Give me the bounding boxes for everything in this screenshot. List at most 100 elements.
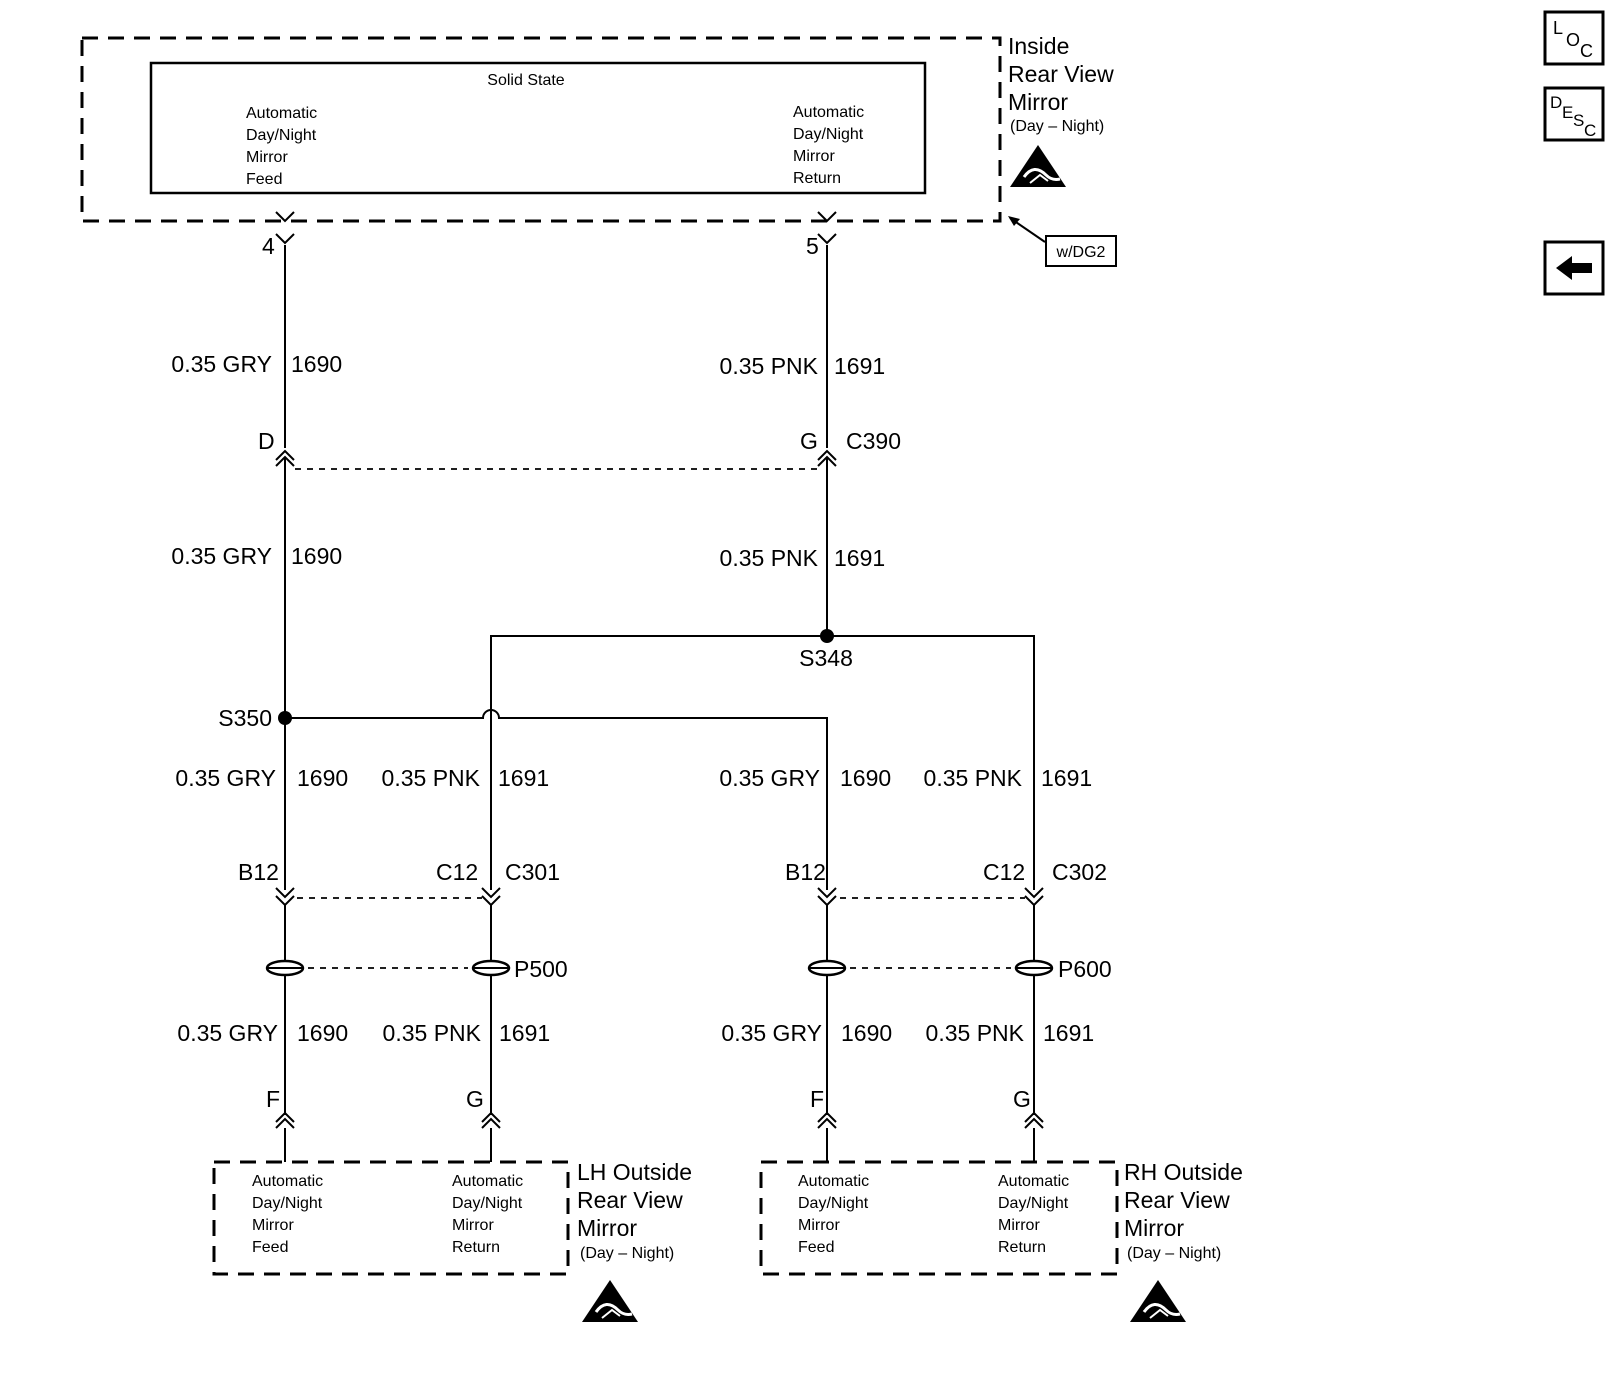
lh-gry-lower-spec: 0.35 GRY [177,1020,278,1046]
solid-state-module [149,61,927,195]
svg-text:Mirror: Mirror [577,1215,637,1241]
svg-text:LH Outside: LH Outside [577,1159,692,1185]
wire-gry-top-spec: 0.35 GRY [171,351,272,377]
svg-text:Mirror: Mirror [252,1217,294,1234]
rh-mirror-title: RH Outside Rear View Mirror (Day – Night… [1124,1159,1243,1262]
rh-pnk-lower-circuit: 1691 [1043,1020,1094,1046]
svg-text:(Day – Night): (Day – Night) [1010,118,1104,135]
svg-text:S: S [1573,111,1584,130]
lh-pnk-upper-spec: 0.35 PNK [382,765,481,791]
inside-return-label: Automatic Day/Night Mirror Return [793,104,864,187]
rh-pnk-lower-spec: 0.35 PNK [926,1020,1025,1046]
svg-text:Mirror: Mirror [1008,89,1068,115]
svg-text:Automatic: Automatic [246,105,317,122]
svg-text:Automatic: Automatic [252,1173,323,1190]
svg-text:Automatic: Automatic [798,1173,869,1190]
passthrough-p600: P600 [807,956,1112,982]
rh-gry-lower-spec: 0.35 GRY [721,1020,822,1046]
svg-text:C302: C302 [1052,859,1107,885]
lh-pnk-lower-circuit: 1691 [499,1020,550,1046]
svg-text:Rear View: Rear View [1124,1187,1230,1213]
pin-feed: 4 [262,211,295,259]
svg-text:RH Outside: RH Outside [1124,1159,1243,1185]
svg-text:F: F [266,1086,280,1112]
svg-text:Mirror: Mirror [452,1217,494,1234]
wire-pnk-mid-circuit: 1691 [834,545,885,571]
svg-text:Rear View: Rear View [1008,61,1114,87]
module-label: Solid State [487,72,564,89]
svg-text:Feed: Feed [252,1239,288,1256]
rh-feed-label: Automatic Day/Night Mirror Feed [798,1173,869,1256]
svg-text:C301: C301 [505,859,560,885]
svg-text:Automatic: Automatic [793,104,864,121]
svg-text:C12: C12 [436,859,478,885]
svg-text:Day/Night: Day/Night [798,1195,869,1212]
splice-s350 [278,711,292,725]
connector-c302: B12 C12 C302 [785,859,1107,907]
rh-pnk-upper-circuit: 1691 [1041,765,1092,791]
svg-text:Day/Night: Day/Night [246,127,317,144]
wire-pnk-top-spec: 0.35 PNK [720,353,819,379]
svg-text:Inside: Inside [1008,33,1069,59]
wire-gry-mid-spec: 0.35 GRY [171,543,272,569]
svg-text:Day/Night: Day/Night [452,1195,523,1212]
rh-gry-upper-spec: 0.35 GRY [719,765,820,791]
svg-text:G: G [800,428,818,454]
wire-pnk-mid-spec: 0.35 PNK [720,545,819,571]
left-arrow-icon [1556,256,1592,280]
svg-text:Day/Night: Day/Night [998,1195,1069,1212]
svg-text:Return: Return [998,1239,1046,1256]
location-button[interactable]: L O C [1543,10,1605,66]
svg-text:C: C [1584,121,1596,140]
lh-mirror-pins: F G [266,1086,501,1129]
lh-return-label: Automatic Day/Night Mirror Return [452,1173,523,1256]
svg-text:F: F [810,1086,824,1112]
rh-esd-warning-icon [1128,1278,1188,1324]
svg-text:w/DG2: w/DG2 [1056,244,1106,261]
svg-text:D: D [258,428,275,454]
splice-s348-label: S348 [799,645,853,671]
svg-text:P500: P500 [514,956,568,982]
svg-text:(Day – Night): (Day – Night) [1127,1245,1221,1262]
bus-s348 [490,635,1035,890]
rh-return-label: Automatic Day/Night Mirror Return [998,1173,1069,1256]
svg-text:Day/Night: Day/Night [793,126,864,143]
wire-gry-top-circuit: 1690 [291,351,342,377]
lh-esd-warning-icon [580,1278,640,1324]
connector-c390: D G C390 [258,428,901,470]
inside-feed-label: Automatic Day/Night Mirror Feed [246,105,317,188]
back-arrow-button[interactable] [1543,240,1605,296]
svg-text:Rear View: Rear View [577,1187,683,1213]
svg-text:Mirror: Mirror [246,149,288,166]
lh-mirror-title: LH Outside Rear View Mirror (Day – Night… [577,1159,692,1262]
splice-s348 [820,629,834,643]
lh-gry-lower-circuit: 1690 [297,1020,348,1046]
svg-text:O: O [1566,30,1580,50]
svg-text:B12: B12 [238,859,279,885]
svg-text:Return: Return [452,1239,500,1256]
svg-text:Mirror: Mirror [793,148,835,165]
pin-return: 5 [806,211,837,259]
wire-gry-mid-circuit: 1690 [291,543,342,569]
svg-text:C390: C390 [846,428,901,454]
splice-s350-label: S350 [218,705,272,731]
rh-mirror-pins: F G [810,1086,1044,1129]
svg-text:D: D [1550,93,1562,112]
svg-text:Mirror: Mirror [1124,1215,1184,1241]
rh-pnk-upper-spec: 0.35 PNK [924,765,1023,791]
option-tag: w/DG2 [1008,216,1117,267]
svg-text:Mirror: Mirror [998,1217,1040,1234]
svg-text:Feed: Feed [798,1239,834,1256]
svg-text:P600: P600 [1058,956,1112,982]
svg-text:Return: Return [793,170,841,187]
svg-text:Day/Night: Day/Night [252,1195,323,1212]
esd-warning-icon [1008,143,1068,189]
inside-mirror-title: Inside Rear View Mirror (Day – Night) [1008,33,1114,135]
svg-text:C12: C12 [983,859,1025,885]
svg-text:C: C [1580,41,1593,61]
svg-text:G: G [466,1086,484,1112]
bus-s350 [285,709,828,890]
description-button[interactable]: D E S C [1543,86,1605,142]
svg-text:L: L [1553,18,1563,38]
